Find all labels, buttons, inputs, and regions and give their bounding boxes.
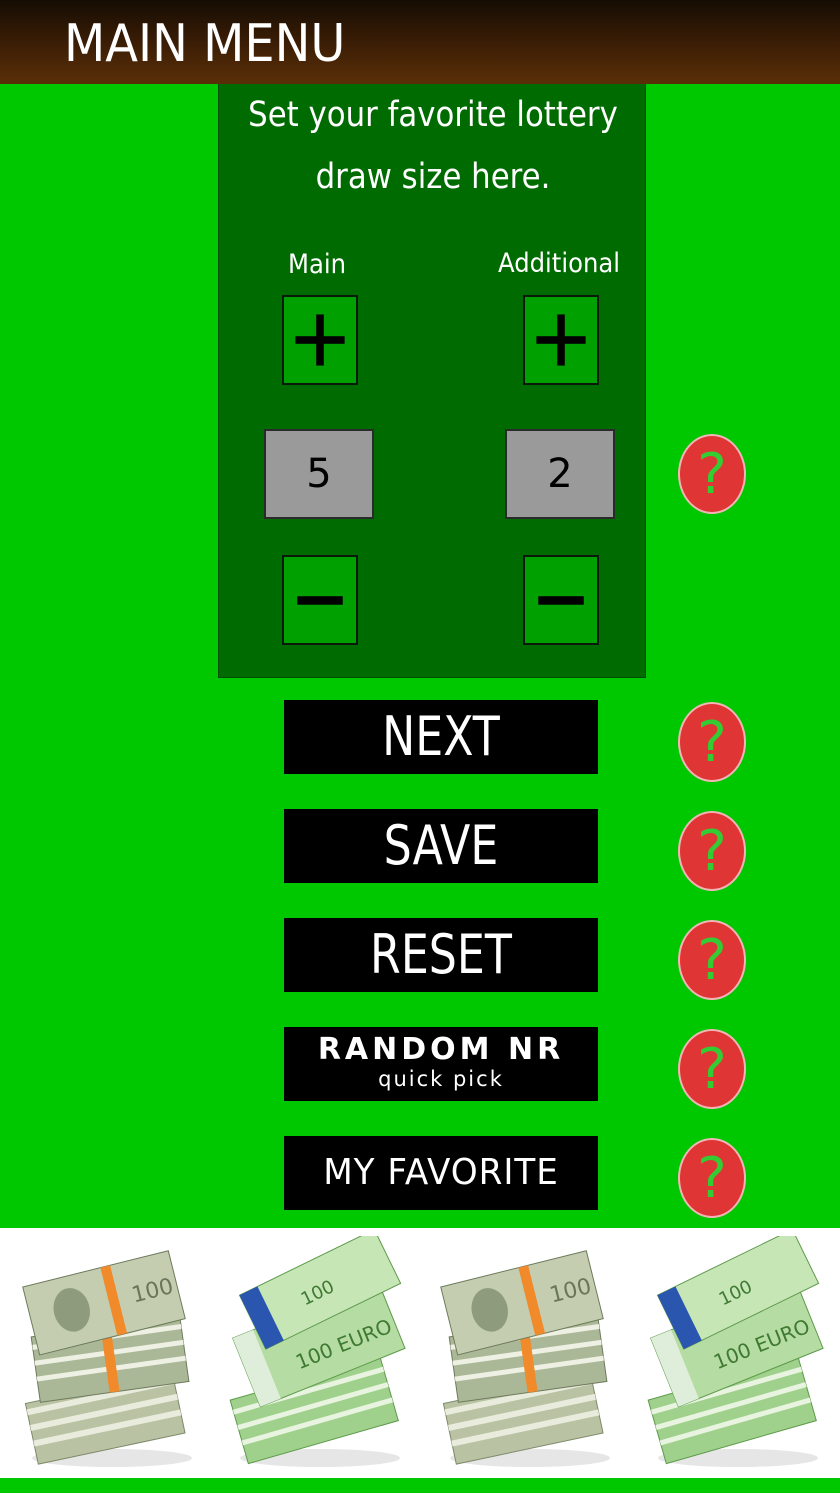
- main-label: Main: [287, 249, 347, 280]
- question-mark-icon: ?: [697, 442, 727, 507]
- dollar-stack-image: 100: [432, 1236, 628, 1470]
- panel-intro-line-1: Set your favorite lottery: [248, 95, 618, 135]
- my-favorite-nr-button[interactable]: MY FAVORITE NR: [284, 1136, 598, 1267]
- draw-size-help-button[interactable]: ?: [678, 434, 746, 514]
- plus-icon: [536, 314, 586, 366]
- question-mark-icon: ?: [697, 819, 727, 884]
- random-help-button[interactable]: ?: [678, 1029, 746, 1109]
- reset-button-label: RESET: [370, 923, 512, 986]
- euro-stack-image: 100 EURO 100: [222, 1236, 418, 1470]
- plus-icon: [295, 314, 345, 366]
- question-mark-icon: ?: [697, 1146, 727, 1211]
- quick-pick-label: quick pick: [378, 1067, 504, 1091]
- panel-intro: Set your favorite lottery draw size here…: [245, 84, 622, 208]
- euro-stack-image: 100 EURO 100: [640, 1236, 836, 1470]
- reset-help-button[interactable]: ?: [678, 920, 746, 1000]
- panel-intro-line-2: draw size here.: [315, 157, 551, 197]
- dollar-stack-image: 100: [14, 1236, 210, 1470]
- save-button[interactable]: SAVE: [284, 809, 598, 883]
- random-nr-label: RANDOM NR: [317, 1032, 565, 1067]
- favorite-help-button[interactable]: ?: [678, 1138, 746, 1218]
- next-button[interactable]: NEXT: [284, 700, 598, 774]
- next-button-label: NEXT: [382, 705, 500, 768]
- minus-icon: [538, 596, 584, 605]
- additional-label: Additional: [497, 248, 620, 279]
- main-decrement-button[interactable]: [282, 555, 358, 645]
- additional-value-display: 2: [505, 429, 615, 519]
- app-header: MAIN MENU: [0, 0, 840, 84]
- additional-increment-button[interactable]: [523, 295, 599, 385]
- save-button-label: SAVE: [383, 814, 499, 877]
- question-mark-icon: ?: [697, 928, 727, 993]
- next-help-button[interactable]: ?: [678, 702, 746, 782]
- page-title: MAIN MENU: [64, 14, 346, 74]
- question-mark-icon: ?: [697, 710, 727, 775]
- question-mark-icon: ?: [697, 1037, 727, 1102]
- draw-size-panel: Set your favorite lottery draw size here…: [218, 84, 646, 678]
- money-banner[interactable]: 100 100 EURO 100: [0, 1228, 840, 1478]
- save-help-button[interactable]: ?: [678, 811, 746, 891]
- reset-button[interactable]: RESET: [284, 918, 598, 992]
- additional-decrement-button[interactable]: [523, 555, 599, 645]
- random-nr-button[interactable]: RANDOM NR quick pick: [284, 1027, 598, 1101]
- minus-icon: [297, 596, 343, 605]
- main-value-display: 5: [264, 429, 374, 519]
- main-increment-button[interactable]: [282, 295, 358, 385]
